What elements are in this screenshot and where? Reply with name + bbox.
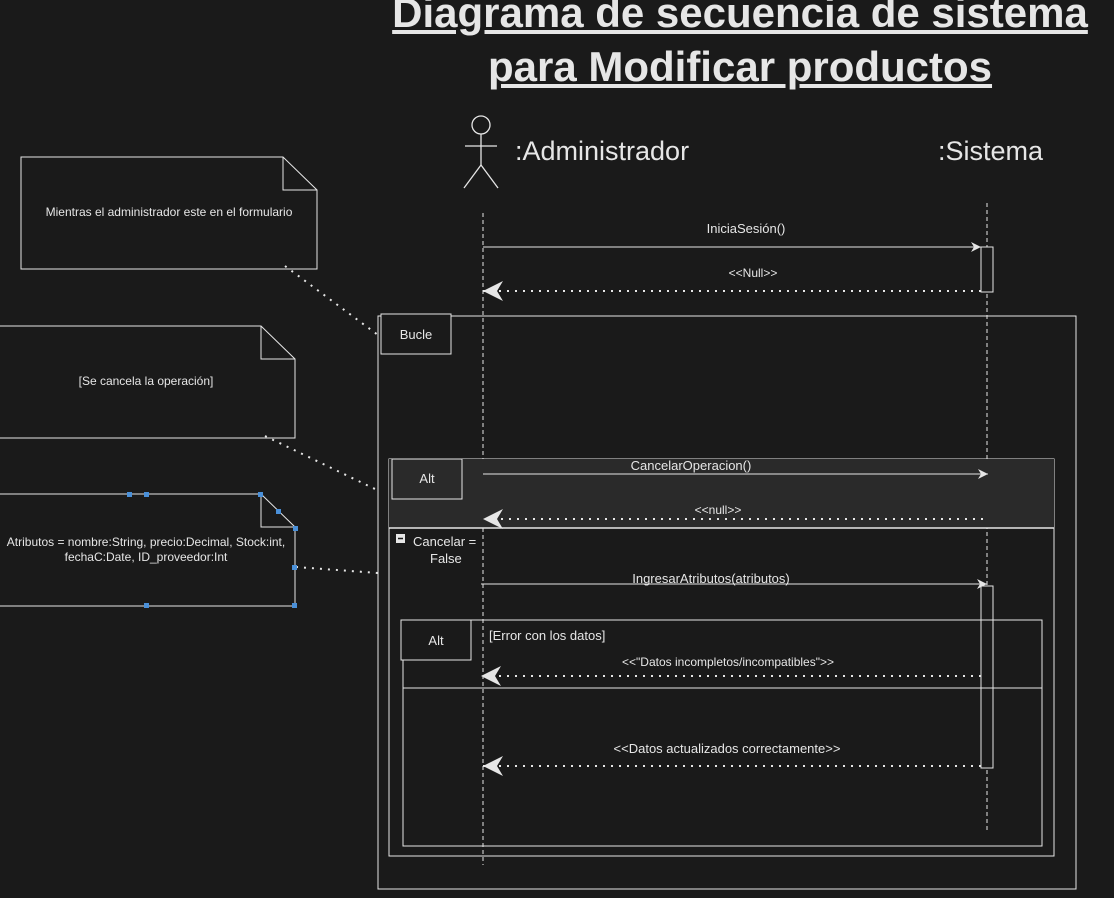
note-cancel-connector <box>264 435 376 490</box>
note-attributes-fold <box>260 494 295 528</box>
message-attributes-label: IngresarAtributos(atributos) <box>632 571 790 586</box>
return-success-label: <<Datos actualizados correctamente>> <box>613 741 841 756</box>
loop-label: Bucle <box>399 327 433 342</box>
note-attributes-text: Atributos = nombre:String, precio:Decima… <box>6 535 286 564</box>
actor-system-label: :Sistema <box>938 136 1044 166</box>
diagram-title-line1: Diagrama de secuencia de sistema <box>392 0 1088 36</box>
collapse-icon[interactable] <box>396 534 405 543</box>
note-loop-fold <box>282 157 317 191</box>
guard-cancel-line2: False <box>430 551 462 566</box>
message-cancel-label: CancelarOperacion() <box>630 458 752 473</box>
guard-cancel-line1: Cancelar = <box>413 534 477 549</box>
guard-error-label: [Error con los datos] <box>489 628 606 643</box>
note-attributes-connector <box>295 566 379 574</box>
alt-fragment-inner[interactable] <box>402 619 1043 847</box>
actor-icon[interactable] <box>463 115 499 189</box>
message-login-label: IniciaSesión() <box>706 221 786 236</box>
activation-login[interactable] <box>980 246 994 293</box>
note-loop-text: Mientras el administrador este en el for… <box>45 205 293 219</box>
note-cancel-shape[interactable] <box>0 325 296 439</box>
note-cancel-fold <box>260 326 295 360</box>
activation-attributes[interactable] <box>980 585 994 769</box>
actor-admin-label: :Administrador <box>515 136 690 166</box>
note-cancel-text: [Se cancela la operación] <box>78 374 214 388</box>
loop-fragment[interactable] <box>377 315 1077 890</box>
note-loop-connector <box>284 265 379 336</box>
alt-fragment-inner-tab[interactable] <box>400 619 472 661</box>
alt-inner-label: Alt <box>428 633 444 648</box>
selection-handles[interactable] <box>127 492 298 608</box>
diagram-title-line2: para Modificar productos <box>487 43 993 90</box>
note-loop-shape[interactable] <box>20 156 318 270</box>
loop-fragment-tab[interactable] <box>380 313 452 355</box>
alt-fragment-outer-tab[interactable] <box>391 458 463 500</box>
return-cancel-label: <<null>> <box>694 503 742 517</box>
return-login-label: <<Null>> <box>728 266 778 280</box>
alt-outer-label: Alt <box>419 471 435 486</box>
return-error-label: <<"Datos incompletos/incompatibles">> <box>622 655 834 669</box>
